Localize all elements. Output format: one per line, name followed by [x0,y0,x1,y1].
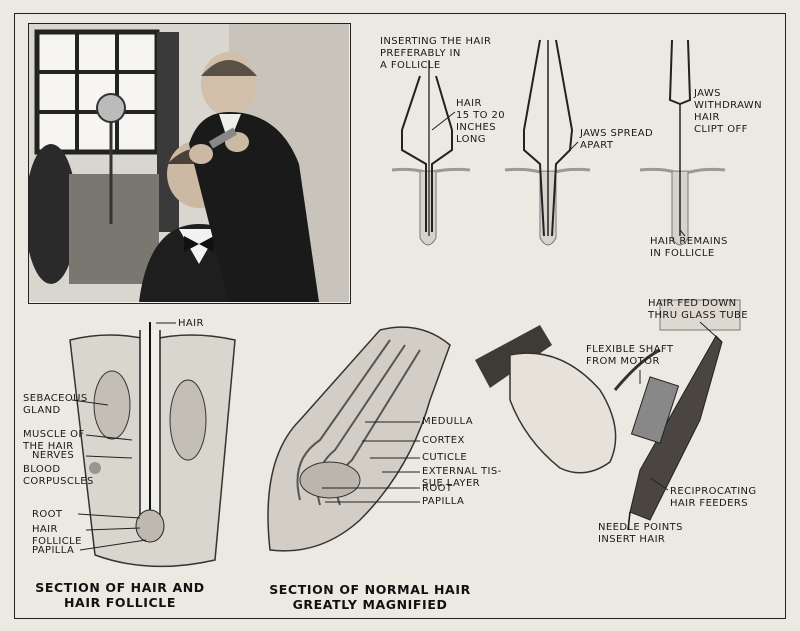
diagram-insert-title: INSERTING THE HAIR PREFERABLY IN A FOLLI… [380,36,492,71]
diagram-jaws-withdrawn-label: JAWS WITHDRAWN HAIR CLIPT OFF [694,88,762,135]
follicle-hair-label: HAIR [178,318,204,329]
follicle-caption: SECTION OF HAIR AND HAIR FOLLICLE [35,580,205,610]
device-fed-label: HAIR FED DOWN THRU GLASS TUBE [648,298,748,321]
magnified-cortex-label: CORTEX [422,435,465,446]
follicle-nerves-label: NERVES [32,450,75,461]
follicle-root-label: ROOT [32,509,63,520]
device-shaft-label: FLEXIBLE SHAFT FROM MOTOR [586,344,674,367]
follicle-sebaceous-label: SEBACEOUS GLAND [23,393,88,416]
page-border [14,13,786,619]
follicle-hair-follicle-label: HAIR FOLLICLE [32,524,82,547]
follicle-papilla-label: PAPILLA [32,545,75,556]
diagram-jaws-spread-label: JAWS SPREAD APART [580,128,654,151]
device-needle-label: NEEDLE POINTS INSERT HAIR [598,522,683,545]
diagram-hair-remains-label: HAIR REMAINS IN FOLLICLE [650,236,728,259]
magnified-caption: SECTION OF NORMAL HAIR GREATLY MAGNIFIED [269,582,471,612]
follicle-blood-label: BLOOD CORPUSCLES [23,464,94,487]
device-feeders-label: RECIPROCATING HAIR FEEDERS [670,486,757,509]
photograph [28,23,351,304]
magnified-root-label: ROOT [422,483,453,494]
magnified-medulla-label: MEDULLA [422,416,473,427]
follicle-muscle-label: MUSCLE OF THE HAIR [23,429,85,452]
photo-illustration [29,24,349,302]
diagram-hair-length-label: HAIR 15 TO 20 INCHES LONG [456,98,505,145]
magnified-papilla-label: PAPILLA [422,496,465,507]
magnified-cuticle-label: CUTICLE [422,452,468,463]
magnified-external-label: EXTERNAL TIS- SUE LAYER [422,466,502,489]
